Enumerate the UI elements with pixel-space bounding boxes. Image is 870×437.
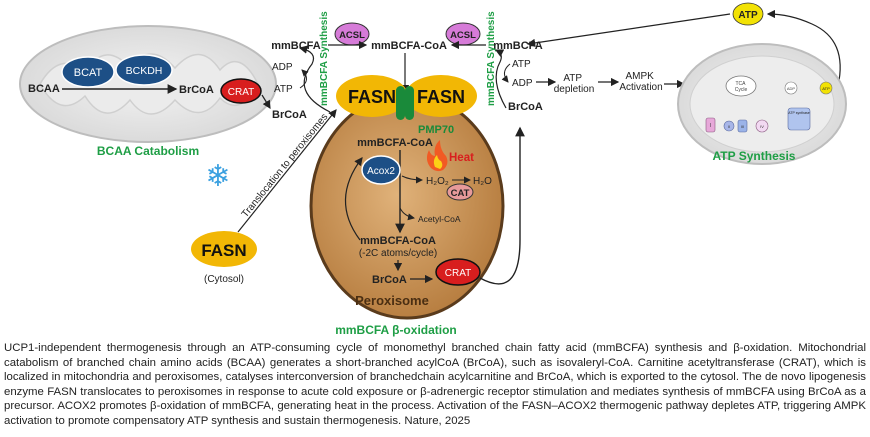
fasn-cytosol-label: FASN [201,241,246,260]
complex-4-label: IV [760,124,764,129]
atp-feedback-arrow [526,13,731,48]
tca-line1: TCA [735,81,746,87]
beta-ox-cycle-arrow [344,157,363,241]
translocation-arrow [237,109,337,233]
brcoa-left-label: BrCoA [272,109,307,121]
atp-depletion-line1: ATP [563,73,582,84]
mmbcfa-synthesis-right: mmBCFA Synthesis [486,11,497,106]
cat-label: CAT [451,188,470,199]
mmbcfa-coa-lower-label: mmBCFA-CoA [360,235,436,247]
pmp70-channel-right [405,86,414,120]
crat-mito [220,78,262,104]
figure-caption: UCP1-independent thermogenesis through a… [4,342,866,427]
fasn-right [405,75,477,117]
bcat-label: BCAT [74,67,103,79]
acox2-label: Acox2 [367,166,395,177]
atp-right-label: ATP [512,59,531,70]
atp-small-label: ATP [822,86,830,91]
h2o2-label: H₂O₂ [426,176,449,187]
diagram: BCAT BCKDH BCAA BrCoA CRAT BCAA Cataboli… [19,2,847,337]
right-cycle-curve [494,49,507,109]
bcat-enzyme [61,56,115,88]
mmbcfa-left-label: mmBCFA [271,40,321,52]
adp-left-label: ADP [272,62,293,73]
mmbcfa-right-label: mmBCFA [493,40,543,52]
atp-depletion-label: ATP depletion [554,73,595,95]
complex-3 [737,119,748,133]
atp-left-label: ATP [274,84,293,95]
fasn-left [336,75,408,117]
fasn-right-label: FASN [417,87,465,107]
peroxisome [309,92,505,320]
complex-4 [755,119,769,133]
atp-synthase-label: ATP synthase [788,111,810,115]
snowflake-icon: ❄ [205,160,230,193]
acetyl-coa-label: Acetyl-CoA [418,214,461,224]
cytosol-label: (Cytosol) [204,274,244,285]
complex-1 [705,117,716,133]
atp-to-adp-right [501,63,511,83]
crat-perox [435,258,481,286]
bckdh-label: BCKDH [126,65,163,77]
atp-depletion-line2: depletion [554,84,595,95]
ampk-line2: Activation [619,82,662,93]
complex-1-label: I [710,123,711,129]
brcoa-mito-label: BrCoA [179,84,214,96]
atp-top-badge [732,2,764,26]
ampk-line1: AMPK [625,71,654,82]
atp-synthesis-label: ATP Synthesis [713,149,796,163]
left-cycle-curve [298,45,331,113]
crat-mito-label: CRAT [228,87,254,98]
acox2-enzyme [361,155,401,185]
atp-synthesis-to-atp-arrow [766,9,841,87]
mitochondrion-right [677,43,847,165]
acsl-right-label: ACSL [450,30,476,41]
bckdh-enzyme [115,54,173,86]
adp-right-label: ADP [512,78,533,89]
acox2-to-h2o2-arrow [401,175,423,184]
crat-perox-label: CRAT [445,268,471,279]
tca-line2: Cycle [735,87,748,93]
fasn-left-label: FASN [348,87,396,107]
beta-oxidation-label: mmBCFA β-oxidation [335,323,457,337]
atp-synthase-icon [787,107,811,131]
mmbcfa-coa-top-label: mmBCFA-CoA [371,40,447,52]
mmbcfa-synthesis-left: mmBCFA Synthesis [319,11,330,106]
tca-cycle-label: TCA Cycle [735,81,748,93]
pmp70-channel-left [396,86,405,120]
two-c-label: (-2C atoms/cycle) [359,248,437,259]
complex-3-label: III [741,124,744,129]
brcoa-right-label: BrCoA [508,101,543,113]
cat-enzyme [446,183,474,201]
complex-2 [723,120,735,132]
acsl-left-label: ACSL [339,30,365,41]
bcaa-catabolism-label: BCAA Catabolism [97,144,199,158]
complex-2-label: II [728,124,730,129]
atp-to-adp-left [299,69,309,89]
flame-icon [426,140,448,172]
heat-label: Heat [449,152,474,164]
adp-small-badge [784,81,798,95]
mmbcfa-coa-perox-label: mmBCFA-CoA [357,137,433,149]
fasn-cytosol [191,231,257,267]
acetyl-coa-arrow [399,207,415,221]
ampk-activation-label: AMPK Activation [619,71,662,93]
atp-small-badge [819,81,833,95]
bcaa-label: BCAA [28,83,60,95]
h2o-label: H₂O [473,176,492,187]
brcoa-perox-label: BrCoA [372,274,407,286]
peroxisome-label: Peroxisome [355,293,429,308]
adp-small-label: ADP [787,86,796,91]
tca-cycle [725,75,757,97]
crat-export-arrow [479,126,525,285]
atp-top-label: ATP [738,10,758,21]
pmp70-label: PMP70 [418,124,454,136]
brcoa-export-arrow [261,94,271,110]
